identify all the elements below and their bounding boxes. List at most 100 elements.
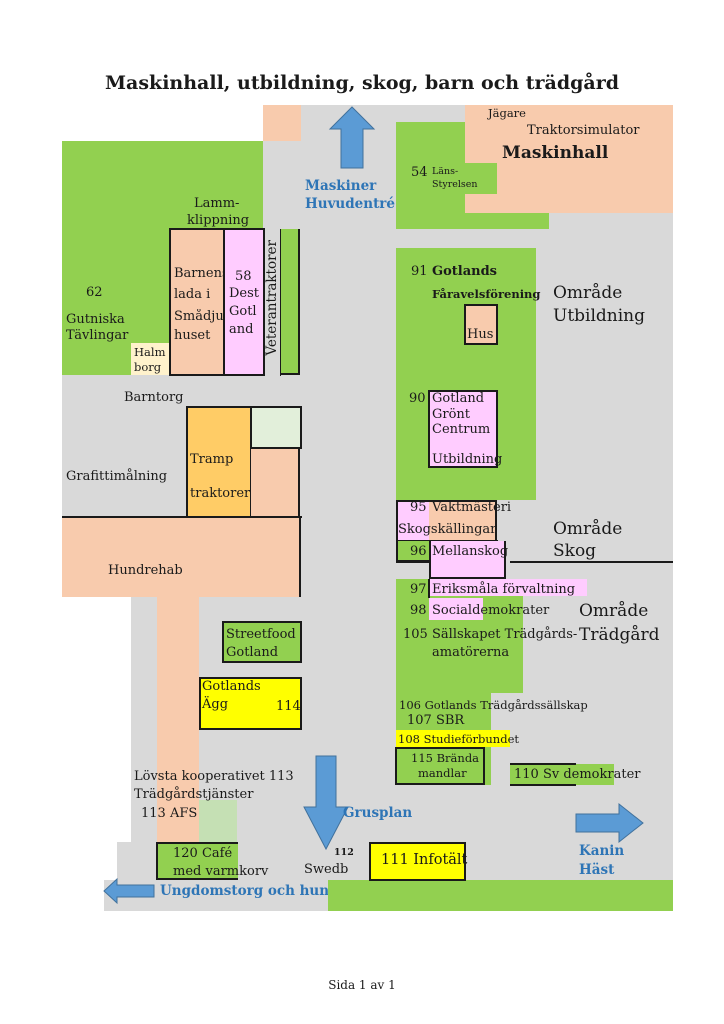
label-tradgard-item-2: Socialdemokrater (432, 603, 550, 618)
building-hus (464, 304, 498, 345)
area-label-tradgard-1: Område (579, 601, 649, 621)
label-dest-2: Dest (229, 286, 260, 301)
map-title: Maskinhall, utbildning, skog, barn och t… (104, 72, 619, 94)
divider-area-skog (510, 561, 673, 563)
arrow-down-grusplan-icon (303, 755, 349, 851)
label-barntorg: Barntorg (124, 390, 184, 405)
label-vaktmasteri: Vaktmästeri (432, 500, 512, 515)
label-studieforbundet: 108 Studieförbundet (398, 732, 519, 746)
label-infotalt: 111 Infotält (381, 852, 468, 868)
building-halmborg (131, 343, 169, 375)
label-branda-1: 115 Brända (411, 751, 480, 765)
label-traktorsimulator: Traktorsimulator (527, 123, 640, 138)
label-agg-1: Gotlands (202, 679, 261, 694)
label-vakt-number: 95 (410, 500, 427, 515)
area-veterantraktorer (281, 229, 300, 375)
building-58-dest-gotland (223, 228, 265, 376)
label-sbr: 107 SBR (407, 713, 465, 728)
page-indicator: Sida 1 av 1 (328, 978, 396, 992)
label-gts: 106 Gotlands Trädgårdssällskap (399, 698, 588, 712)
label-halmborg-1: Halm (134, 345, 166, 359)
label-lans-line2: Styrelsen (432, 179, 478, 190)
label-dest-1: 58 (235, 269, 252, 284)
label-lans-line1: Läns- (432, 166, 459, 177)
building-infotalt (369, 842, 466, 881)
white-notch (62, 880, 104, 911)
label-branda-2: mandlar (418, 766, 467, 780)
direction-hast: Häst (579, 862, 615, 878)
label-grafittimalning: Grafittimålning (66, 469, 168, 484)
label-veterantraktorer: Veterantraktorer (264, 240, 280, 356)
label-swedb-number: 112 (334, 847, 354, 858)
label-cafe-1: 120 Café (173, 846, 233, 861)
label-gutniska-1: Gutniska (66, 312, 125, 327)
area-label-skog-2: Skog (553, 541, 597, 561)
label-lans-number: 54 (411, 165, 428, 180)
divider-sv-dem-top (510, 763, 576, 765)
direction-huvudentre: Huvudentré (305, 196, 396, 212)
direction-ungdomstorg: Ungdomstorg och hundrehab (160, 883, 383, 899)
white-notch (62, 597, 131, 842)
area-label-utbildning-2: Utbildning (553, 306, 646, 326)
label-streetfood-2: Gotland (226, 645, 279, 660)
label-gutniska-2: Tävlingar (66, 328, 129, 343)
label-tradgard-number-2: 98 (410, 603, 427, 618)
label-dest-4: and (229, 322, 254, 337)
white-notch (62, 105, 263, 141)
building-95-left (396, 500, 431, 541)
label-tramp-1: Tramp (190, 452, 234, 467)
label-halmborg-2: borg (134, 360, 162, 374)
label-streetfood-1: Streetfood (226, 627, 296, 642)
label-tramp-2: traktorer (190, 486, 251, 501)
white-notch (62, 842, 117, 880)
building-gront-centrum (428, 390, 498, 468)
area-label-skog-1: Område (553, 519, 623, 539)
building-peach-box (251, 449, 300, 517)
building-maskinhall (465, 105, 673, 213)
arrow-up-maskiner-icon (328, 106, 376, 169)
label-skogskallingar: Skogskällingar (398, 522, 497, 537)
building-sv-demokrater (510, 764, 614, 785)
label-tradgard-item-3: Sällskapet Trädgårds- (432, 627, 578, 642)
area-label-utbildning-1: Område (553, 283, 623, 303)
building-top-small (263, 105, 301, 141)
label-lammklippning-2: klippning (187, 213, 250, 228)
label-faravel-1: Gotlands (432, 264, 497, 279)
label-agg-number: 114 (276, 699, 301, 714)
label-hundrehab: Hundrehab (108, 563, 183, 578)
building-cafe (156, 842, 238, 880)
band-eriksmala (429, 579, 587, 596)
label-mellan-number: 96 (410, 544, 427, 559)
direction-kanin: Kanin (579, 843, 625, 859)
label-barnens-2: lada i (174, 287, 211, 302)
label-cafe-2: med varmkorv (173, 864, 269, 879)
label-dest-3: Gotl (229, 304, 257, 319)
divider-skog-2 (396, 561, 431, 563)
label-afs: 113 AFS (141, 806, 198, 821)
label-tradgard-number-1: 97 (410, 582, 427, 597)
divider-sv-dem-bottom (510, 784, 576, 786)
label-tradgard-number-3: 105 (403, 627, 428, 642)
building-streetfood (222, 621, 302, 663)
label-gront-4: Utbildning (432, 452, 503, 467)
building-vaktmasteri (429, 500, 497, 541)
direction-grusplan: Grusplan (343, 805, 413, 821)
label-jagare: Jägare (488, 106, 526, 120)
path-peach-strip (157, 597, 199, 842)
building-hundrehab (62, 517, 301, 597)
divider-hundrehab (62, 516, 302, 518)
label-hus: Hus (467, 327, 494, 342)
area-afs-green (199, 800, 237, 842)
building-gotlands-agg (199, 677, 302, 730)
label-gront-1: Gotland (432, 391, 485, 406)
band-socialdemokrater (429, 598, 483, 620)
label-gront-number: 90 (409, 391, 426, 406)
label-tradgardstjanster: Trädgårdstjänster (134, 787, 254, 802)
label-gutniska-number: 62 (86, 285, 103, 300)
label-barnens-3: Smådju (174, 309, 224, 324)
label-mellanskog: Mellanskog (432, 544, 509, 559)
label-agg-2: Ägg (202, 697, 229, 712)
label-faravel-2: Fåravelsförening (432, 287, 541, 301)
area-label-tradgard-2: Trädgård (579, 625, 660, 645)
building-barnens-lada (169, 228, 225, 376)
